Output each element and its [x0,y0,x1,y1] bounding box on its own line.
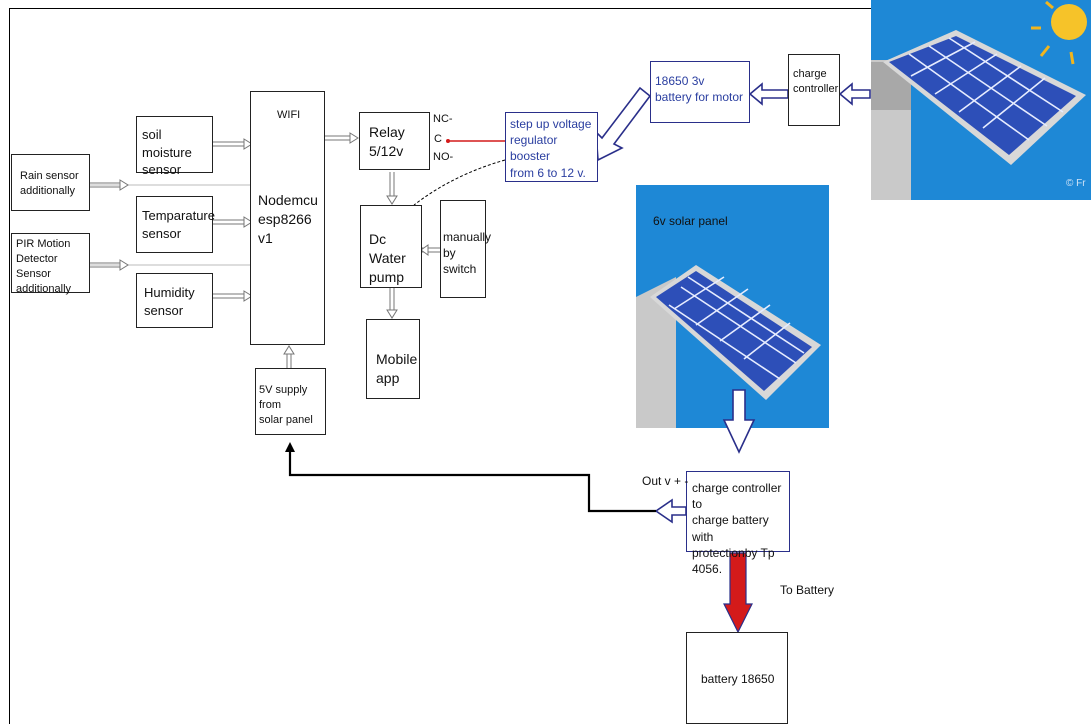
voltage-booster-block: step up voltage regulator booster from 6… [505,112,598,182]
solar-panel-image-top: © Fr [871,0,1091,200]
relay-no-label: NO- [433,151,454,163]
manual-switch-label: manually by switch [443,230,492,277]
humidity-sensor-block: Humidity sensor [136,273,213,328]
rain-sensor-label: Rain sensor additionally [20,170,79,197]
water-pump-block: Dc Water pump [360,205,422,288]
battery-18650-label: battery 18650 [701,672,775,686]
mobile-app-label: Mobile app [376,351,418,386]
temperature-sensor-label: Temparature sensor [142,208,215,241]
charge-controller-top-block: charge controller [788,54,840,126]
water-pump-label: Dc Water pump [369,231,406,285]
relay-block: Relay 5/12v [359,112,430,170]
relay-c-label: C [434,133,442,145]
pir-sensor-label: PIR Motion Detector Sensor additionally [16,238,72,295]
wifi-label: WIFI [277,109,301,121]
relay-nc-label: NC- [433,113,453,125]
temperature-sensor-block: Temparature sensor [136,196,215,253]
rain-sensor-block: Rain sensor additionally [11,154,90,211]
5v-supply-block: 5V supply from solar panel [255,368,326,435]
relay-label: Relay 5/12v [369,124,405,159]
charge-controller-top-label: charge controller [793,68,839,95]
image-watermark: © Fr [1066,178,1086,189]
manual-switch-block: manually by switch [440,200,491,298]
charge-controller-bottom-label: charge controller to charge battery with… [692,481,782,576]
motor-battery-block: 18650 3v battery for motor [650,61,750,123]
humidity-sensor-label: Humidity sensor [144,285,195,318]
mobile-app-block: Mobile app [366,319,420,399]
solar-panel-image-6v: 6v solar panel [636,185,829,428]
nodemcu-block: WIFI Nodemcu esp8266 v1 [250,91,325,345]
to-battery-label: To Battery [780,583,835,597]
pir-sensor-block: PIR Motion Detector Sensor additionally [11,233,90,295]
out-voltage-label: Out v + - [642,474,689,488]
motor-battery-label: 18650 3v battery for motor [655,74,744,105]
battery-18650-block: battery 18650 [686,632,788,724]
5v-supply-label: 5V supply from solar panel [259,384,313,426]
soil-moisture-label: soil moisture sensor [142,127,192,178]
voltage-booster-label: step up voltage regulator booster from 6… [510,117,592,180]
diagram-frame [9,8,1088,724]
solar-panel-caption: 6v solar panel [653,214,728,228]
charge-controller-bottom-block: charge controller to charge battery with… [686,471,790,576]
soil-moisture-sensor-block: soil moisture sensor [136,116,213,177]
nodemcu-label: Nodemcu esp8266 v1 [258,192,318,246]
